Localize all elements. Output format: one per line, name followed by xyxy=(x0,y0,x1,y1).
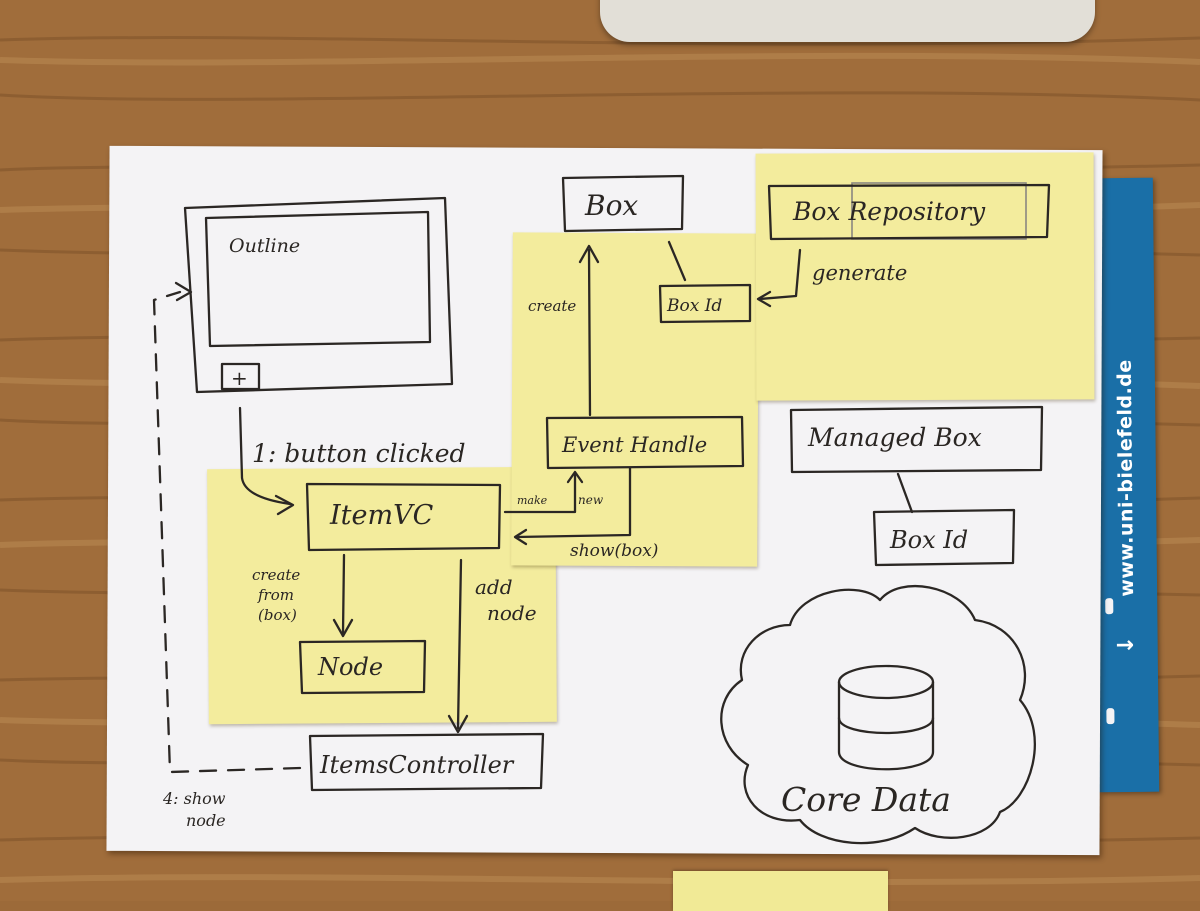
card-url: www.uni-bielefeld.de xyxy=(1113,359,1139,597)
sticky-note-box-repository xyxy=(755,152,1095,401)
card-dot xyxy=(1106,708,1115,725)
keyboard-edge xyxy=(600,0,1095,42)
sticky-note-event-handler xyxy=(511,232,759,567)
sticky-note-itemvc xyxy=(207,466,557,725)
card-arrow-icon: → xyxy=(1115,632,1135,659)
sticky-note-bottom xyxy=(673,871,888,911)
card-dot xyxy=(1105,598,1114,615)
university-card: www.uni-bielefeld.de → xyxy=(1092,177,1160,793)
